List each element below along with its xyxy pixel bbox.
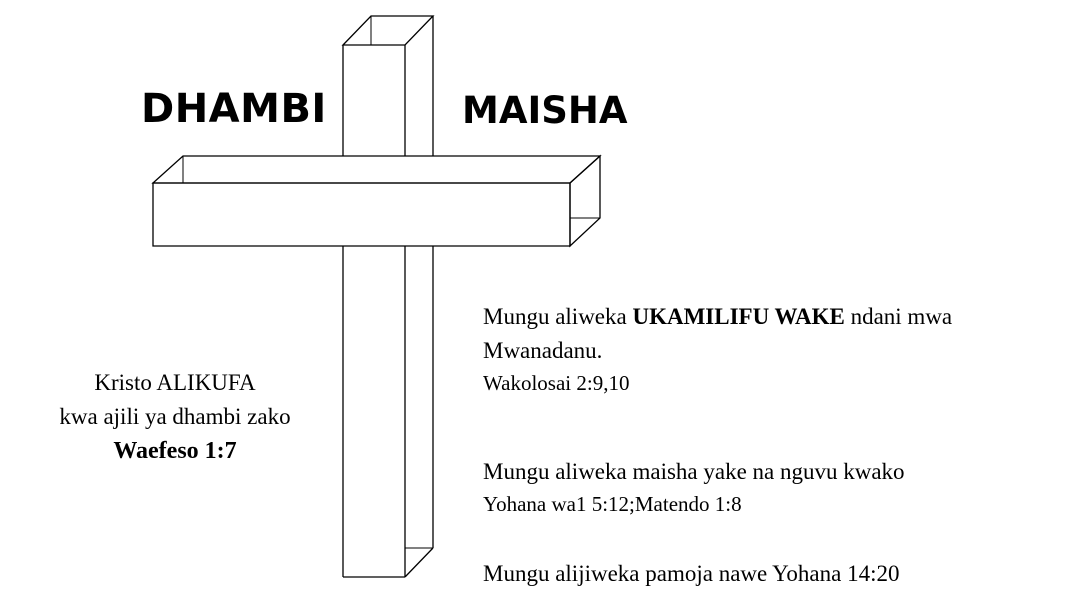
right-block-3: Mungu alijiweka pamoja nawe Yohana 14:20 (483, 557, 899, 591)
heading-maisha: MAISHA (462, 89, 628, 132)
right-block-2: Mungu aliweka maisha yake na nguvu kwako… (483, 455, 905, 520)
right-block-1-line-2: Mwanadanu. (483, 337, 603, 363)
right-block-1-prefix: Mungu aliweka (483, 304, 633, 329)
cross-horizontal-beam (151, 154, 602, 248)
right-block-1-line-1: Mungu aliweka UKAMILIFU WAKE ndani mwa (483, 300, 952, 334)
right-block-3-line-1: Mungu alijiweka pamoja nawe Yohana 14:20 (483, 561, 900, 586)
cross-vertical-beam-top (341, 15, 435, 156)
left-caption-line-2: kwa ajili ya dhambi zako (59, 403, 291, 429)
right-block-1-suffix: ndani mwa (844, 304, 953, 329)
right-block-1-emphasis: UKAMILIFU WAKE (632, 304, 845, 329)
heading-dhambi: DHAMBI (141, 86, 327, 132)
left-caption-line-1: Kristo ALIKUFA (94, 370, 256, 395)
left-caption-reference: Waefeso 1:7 (113, 437, 237, 464)
right-block-1: Mungu aliweka UKAMILIFU WAKE ndani mwa M… (483, 300, 952, 398)
right-block-2-line-1: Mungu aliweka maisha yake na nguvu kwako (483, 459, 905, 484)
cross-vertical-beam-bottom (342, 246, 434, 578)
right-block-2-reference: Yohana wa1 5:12;Matendo 1:8 (483, 491, 742, 516)
right-block-1-reference: Wakolosai 2:9,10 (483, 370, 630, 395)
left-caption: Kristo ALIKUFA kwa ajili ya dhambi zako … (0, 366, 350, 469)
